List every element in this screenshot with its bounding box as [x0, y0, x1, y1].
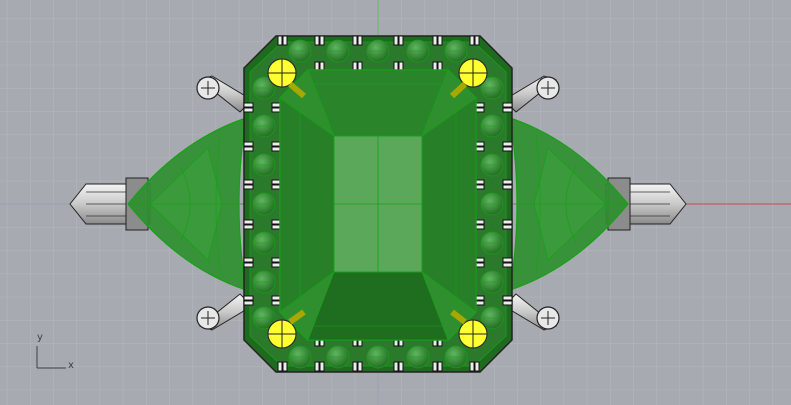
pave-prong[interactable]: [475, 257, 485, 263]
pave-prong[interactable]: [352, 361, 358, 372]
pave-prong[interactable]: [319, 361, 325, 372]
axis-widget: [36, 346, 66, 369]
pave-prong[interactable]: [502, 141, 513, 147]
pave-prong[interactable]: [475, 141, 485, 147]
pave-prong[interactable]: [475, 102, 485, 108]
pave-prong[interactable]: [271, 219, 281, 225]
pave-prong[interactable]: [271, 184, 281, 190]
pave-prong[interactable]: [352, 61, 358, 71]
pave-prong[interactable]: [475, 146, 485, 152]
pave-prong[interactable]: [243, 257, 254, 263]
pave-prong[interactable]: [319, 61, 325, 71]
prong-bottom-left[interactable]: [196, 293, 253, 331]
pave-prong[interactable]: [398, 61, 404, 71]
pave-prong[interactable]: [277, 35, 283, 46]
pave-prong[interactable]: [475, 262, 485, 268]
axis-widget-y-label: y: [37, 332, 43, 343]
pave-prong[interactable]: [437, 61, 443, 71]
pave-prong[interactable]: [475, 219, 485, 225]
pave-prong[interactable]: [243, 295, 254, 301]
pave-prong[interactable]: [243, 219, 254, 225]
pave-prong[interactable]: [432, 61, 438, 71]
pave-prong[interactable]: [502, 107, 513, 113]
pave-prong[interactable]: [243, 300, 254, 306]
pave-prong[interactable]: [357, 35, 363, 46]
selected-prong-bottom-left[interactable]: [267, 309, 306, 349]
pave-prong[interactable]: [243, 184, 254, 190]
pave-prong[interactable]: [319, 35, 325, 46]
pave-prong[interactable]: [243, 141, 254, 147]
pave-prong[interactable]: [502, 146, 513, 152]
pave-prong[interactable]: [502, 184, 513, 190]
pave-prong[interactable]: [271, 107, 281, 113]
pave-prong[interactable]: [282, 361, 288, 372]
pave-prong[interactable]: [271, 102, 281, 108]
pave-prong[interactable]: [271, 257, 281, 263]
pave-prong[interactable]: [243, 179, 254, 185]
pave-prong[interactable]: [282, 35, 288, 46]
pave-prong[interactable]: [502, 300, 513, 306]
pave-prong[interactable]: [475, 295, 485, 301]
pave-prong[interactable]: [314, 61, 320, 71]
pave-prong[interactable]: [469, 361, 475, 372]
pave-prong[interactable]: [243, 102, 254, 108]
pave-prong[interactable]: [475, 107, 485, 113]
prong-top-right[interactable]: [503, 75, 560, 113]
pave-prong[interactable]: [398, 361, 404, 372]
pave-prong[interactable]: [243, 262, 254, 268]
side-stone-right[interactable]: [509, 117, 629, 291]
pave-prong[interactable]: [502, 295, 513, 301]
pave-prong[interactable]: [437, 35, 443, 46]
selected-prong-top-left[interactable]: [267, 58, 306, 99]
pave-prong[interactable]: [437, 361, 443, 372]
pave-prong[interactable]: [271, 262, 281, 268]
pave-prong[interactable]: [352, 35, 358, 46]
pave-prong[interactable]: [271, 146, 281, 152]
pave-prong[interactable]: [469, 35, 475, 46]
side-stone-left[interactable]: [127, 117, 247, 291]
pave-prong[interactable]: [432, 361, 438, 372]
pave-stones[interactable]: [243, 35, 513, 372]
pave-prong[interactable]: [398, 35, 404, 46]
pave-prong[interactable]: [393, 361, 399, 372]
pave-prong[interactable]: [271, 141, 281, 147]
pave-prong[interactable]: [475, 184, 485, 190]
ring-model[interactable]: [69, 35, 687, 373]
pave-prong[interactable]: [475, 300, 485, 306]
pave-prong[interactable]: [502, 219, 513, 225]
pave-prong[interactable]: [432, 35, 438, 46]
pave-prong[interactable]: [502, 262, 513, 268]
pave-prong[interactable]: [271, 224, 281, 230]
pave-prong[interactable]: [357, 361, 363, 372]
pave-prong[interactable]: [357, 61, 363, 71]
pave-prong[interactable]: [393, 61, 399, 71]
pave-prong[interactable]: [243, 107, 254, 113]
pave-prong[interactable]: [502, 179, 513, 185]
pave-prong[interactable]: [314, 35, 320, 46]
pave-prong[interactable]: [271, 179, 281, 185]
pave-prong[interactable]: [474, 361, 480, 372]
selected-prong-bottom-right[interactable]: [450, 309, 488, 349]
pave-prong[interactable]: [502, 257, 513, 263]
pave-prong[interactable]: [502, 102, 513, 108]
pave-prong[interactable]: [314, 361, 320, 372]
pave-prong[interactable]: [502, 224, 513, 230]
pave-prong[interactable]: [243, 224, 254, 230]
center-stone[interactable]: [279, 69, 477, 341]
axis-widget-x-label: x: [68, 360, 74, 371]
pave-prong[interactable]: [474, 35, 480, 46]
selected-prong-top-right[interactable]: [449, 58, 488, 99]
pave-prong[interactable]: [393, 35, 399, 46]
pave-prong[interactable]: [475, 224, 485, 230]
pave-prong[interactable]: [475, 179, 485, 185]
pave-prong[interactable]: [277, 361, 283, 372]
pave-prong[interactable]: [243, 146, 254, 152]
pave-prong[interactable]: [271, 300, 281, 306]
pave-prong[interactable]: [271, 295, 281, 301]
prong-top-left[interactable]: [196, 75, 253, 113]
